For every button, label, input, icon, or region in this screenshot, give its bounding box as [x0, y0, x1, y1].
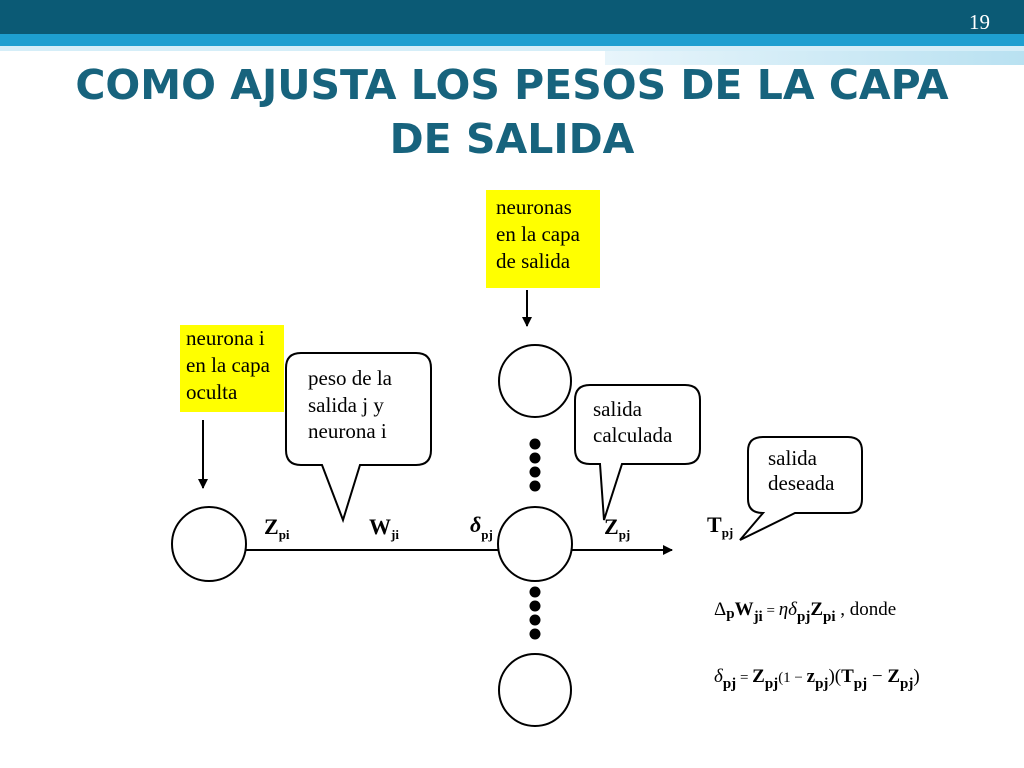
- bubble-weight-text: peso de la salida j y neurona i: [308, 366, 397, 443]
- slide-title: COMO AJUSTA LOS PESOS DE LA CAPA DE SALI…: [30, 58, 994, 166]
- title-line-2: DE SALIDA: [389, 115, 635, 163]
- header-stripe: [0, 34, 1024, 46]
- header-stripe-light: [0, 46, 1024, 51]
- title-line-1: COMO AJUSTA LOS PESOS DE LA CAPA: [75, 61, 949, 109]
- output-neuron-top: [498, 344, 572, 418]
- header-stripe-fade: [605, 51, 1024, 65]
- header-bar: [0, 0, 1024, 34]
- bubble-computed-text: salida calculada: [593, 397, 673, 447]
- symbol-delta-pj: δpj: [470, 512, 493, 542]
- bubble-desired-text: salida deseada: [768, 446, 835, 495]
- label-output-layer: neuronas en la capa de salida: [496, 195, 585, 273]
- ellipsis-dots-lower: [529, 586, 541, 640]
- ellipsis-dots-upper: [529, 438, 541, 492]
- highlight-output-layer: [486, 190, 600, 288]
- symbol-z-pi: Zpi: [264, 514, 290, 542]
- symbol-t-pj: Tpj: [707, 512, 733, 540]
- symbol-z-pj: Zpj: [604, 514, 630, 542]
- formula-weight-update: ΔpWji = ηδpjZpi , donde: [714, 599, 896, 625]
- output-neuron-j: [497, 506, 573, 582]
- hidden-neuron-i: [171, 506, 247, 582]
- page-number: 19: [969, 10, 990, 34]
- output-neuron-bottom: [498, 653, 572, 727]
- bubble-computed: [574, 384, 701, 521]
- formula-delta: δpj = Zpj(1 − zpj)(Tpj − Zpj): [714, 666, 920, 692]
- symbol-w-ji: Wji: [369, 514, 399, 542]
- bubble-desired: [739, 436, 863, 541]
- highlight-hidden-neuron: [180, 325, 284, 412]
- bubble-weight: [285, 352, 432, 524]
- label-hidden-neuron: neurona i en la capa oculta: [186, 326, 275, 404]
